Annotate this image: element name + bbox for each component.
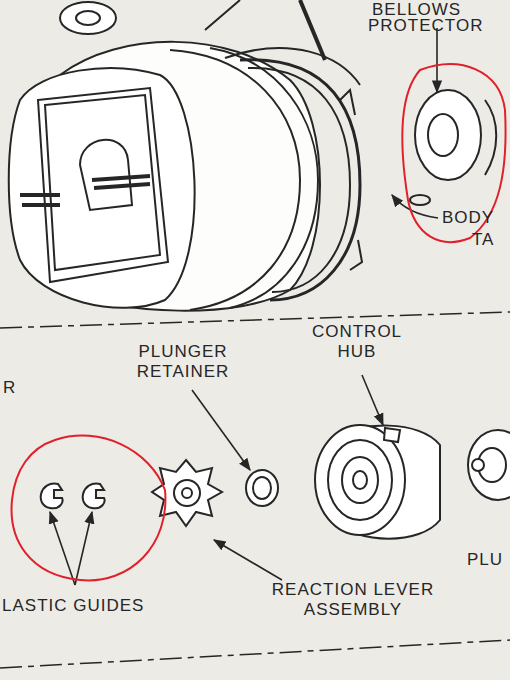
part-label: TA — [472, 230, 506, 250]
leader-line — [392, 195, 438, 218]
part-label: PLUNGER RETAINER — [118, 342, 248, 382]
leader-line — [362, 375, 383, 425]
part-label: REACTION LEVER ASSEMBLY — [228, 580, 478, 620]
part-label: CONTROL HUB — [292, 322, 422, 362]
small-parts — [41, 425, 510, 539]
part-label: LASTIC GUIDES — [2, 596, 192, 616]
part-label: PROTECTOR — [368, 16, 506, 36]
leader-line — [436, 28, 438, 92]
section-divider — [0, 312, 510, 668]
booster-housing — [9, 0, 497, 311]
part-label: R — [3, 378, 23, 398]
leader-line — [75, 512, 92, 585]
part-label: BODY — [442, 208, 506, 228]
leader-line — [192, 390, 250, 470]
highlight-circle — [12, 64, 506, 580]
leader-line — [214, 540, 282, 580]
part-label: PLU — [467, 550, 507, 570]
